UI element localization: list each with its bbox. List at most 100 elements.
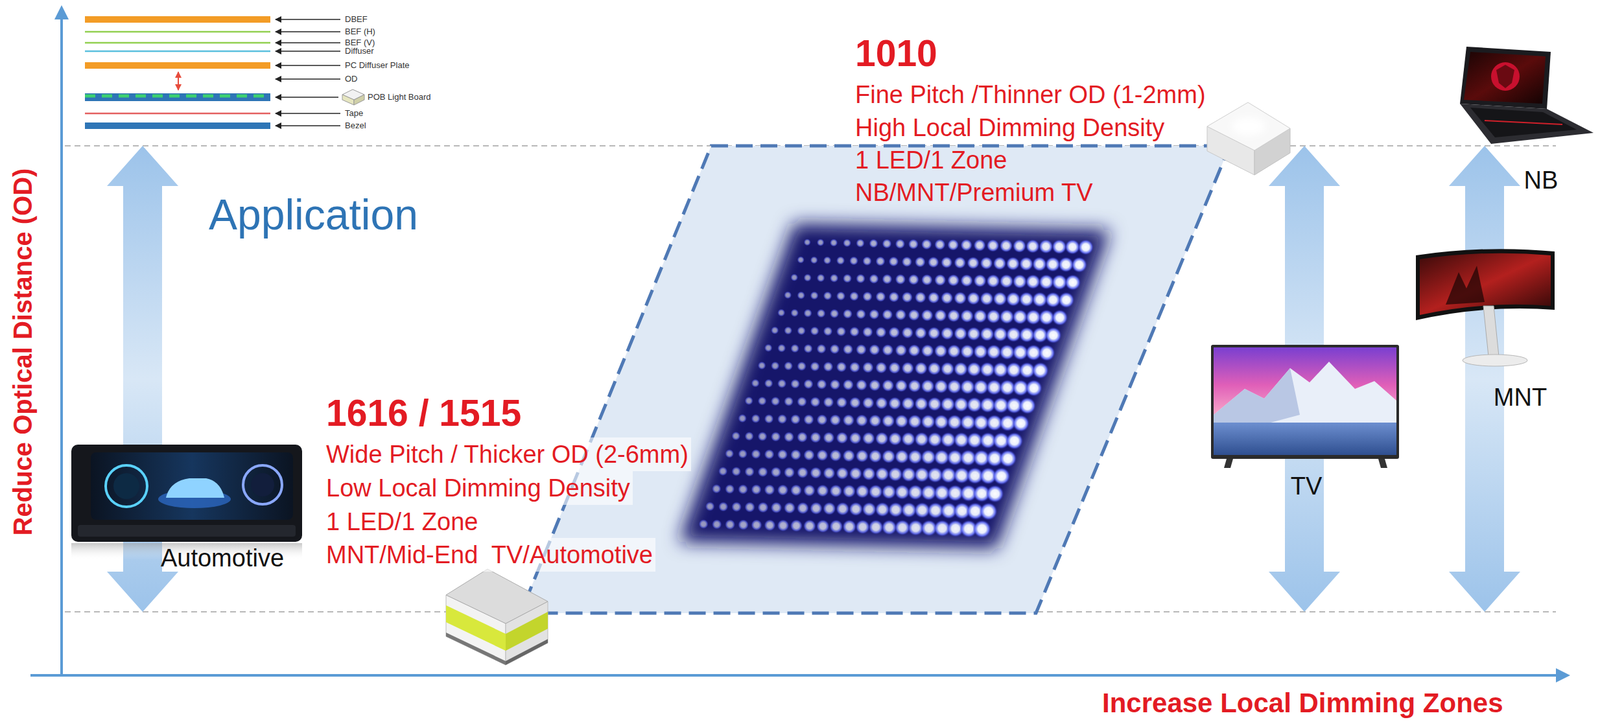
led-dot	[816, 273, 826, 283]
led-dot	[875, 396, 889, 410]
led-dot	[1012, 274, 1027, 289]
led-dot	[777, 344, 786, 353]
led-dot	[783, 326, 793, 336]
led-dot	[842, 484, 857, 499]
led-dot	[836, 431, 849, 445]
led-dot	[1006, 291, 1021, 306]
tv-picture	[1211, 344, 1400, 459]
led-dot	[881, 449, 896, 464]
led-dot	[1005, 432, 1024, 450]
led-dot	[836, 396, 848, 409]
spec-text: 1 LED/1 Zone	[855, 143, 1007, 177]
led-dot	[829, 309, 840, 319]
led-dot	[750, 519, 762, 531]
led-dot	[829, 344, 841, 355]
dashboard-picture	[71, 444, 303, 542]
led-dot	[999, 274, 1014, 289]
monitor-picture	[1462, 354, 1528, 367]
led-dot	[973, 379, 989, 396]
led-dot	[901, 396, 915, 411]
led-dot	[796, 466, 809, 479]
led-dot	[1025, 379, 1043, 397]
led-dot	[790, 414, 801, 425]
led-dot	[737, 519, 749, 531]
led-dot	[796, 502, 810, 515]
led-dot	[790, 379, 800, 389]
led-dot	[953, 291, 967, 305]
led-dot	[1052, 239, 1068, 255]
axis-title: Reduce Optical Distance (OD)	[7, 168, 39, 537]
layer-stack	[84, 31, 271, 34]
spec-text: Wide Pitch / Thicker OD (2-6mm)	[323, 437, 692, 472]
led-dot	[934, 309, 948, 323]
led-dot	[783, 396, 794, 407]
led-dot	[763, 519, 776, 531]
led-dot	[921, 414, 936, 430]
led-dot	[980, 256, 994, 270]
led-dot	[724, 449, 734, 459]
led-dot	[862, 256, 872, 267]
led-dot	[823, 291, 833, 301]
led-dot	[790, 273, 799, 282]
led-dot	[1012, 309, 1028, 325]
led-dot	[888, 396, 902, 410]
led-dot	[797, 256, 805, 264]
dashboard-picture	[113, 473, 140, 500]
axes	[30, 674, 1558, 677]
led-dot	[947, 414, 963, 430]
led-dot	[855, 309, 867, 320]
led-dot	[973, 344, 988, 359]
led-dot	[770, 466, 782, 478]
layer-stack	[84, 112, 271, 115]
leader-line	[275, 50, 341, 52]
led-dot	[901, 467, 917, 483]
tv-picture	[1213, 361, 1397, 423]
led-dot	[750, 449, 761, 459]
led-dot	[848, 502, 863, 517]
led-dot	[868, 344, 881, 356]
led-dot	[803, 519, 817, 533]
led-dot	[764, 449, 775, 460]
leader-line	[275, 18, 341, 21]
led-dot	[888, 432, 902, 447]
led-dot	[803, 449, 815, 461]
led-dot	[881, 344, 894, 356]
laptop-picture	[1484, 120, 1563, 125]
dashboard-picture	[77, 525, 296, 537]
led-dot	[940, 397, 956, 413]
led-dot	[1038, 239, 1053, 254]
led-dot	[822, 502, 836, 516]
led-dot	[770, 326, 779, 335]
led-dot	[986, 239, 1000, 253]
led-dot	[862, 291, 873, 303]
laptop-picture	[1496, 64, 1515, 89]
led-dot	[783, 431, 795, 443]
led-dot	[803, 309, 812, 318]
led-dot	[908, 239, 919, 250]
led-dot	[1078, 239, 1094, 255]
led-dot	[809, 501, 823, 515]
led-dot	[973, 309, 987, 323]
device-node: Automotive	[71, 444, 303, 542]
led-dot	[1012, 414, 1030, 432]
led-dot	[868, 239, 878, 249]
led-dot	[992, 467, 1011, 485]
led-dot	[842, 344, 854, 355]
axis-title: Increase Local Dimming Zones	[1102, 688, 1504, 719]
led-dot	[875, 326, 887, 338]
spec-text: High Local Dimming Density	[855, 111, 1165, 144]
led-dot	[1071, 256, 1088, 273]
led-dot	[908, 379, 922, 393]
led-dot	[940, 291, 953, 305]
led-dot	[934, 274, 946, 286]
led-dot	[979, 326, 994, 342]
led-dot	[927, 396, 942, 412]
tv-picture	[1213, 347, 1397, 456]
led-dot	[960, 379, 976, 395]
led-dot	[999, 309, 1015, 325]
led-dot	[888, 467, 903, 482]
led-dot	[901, 432, 916, 447]
led-dot	[953, 362, 968, 377]
